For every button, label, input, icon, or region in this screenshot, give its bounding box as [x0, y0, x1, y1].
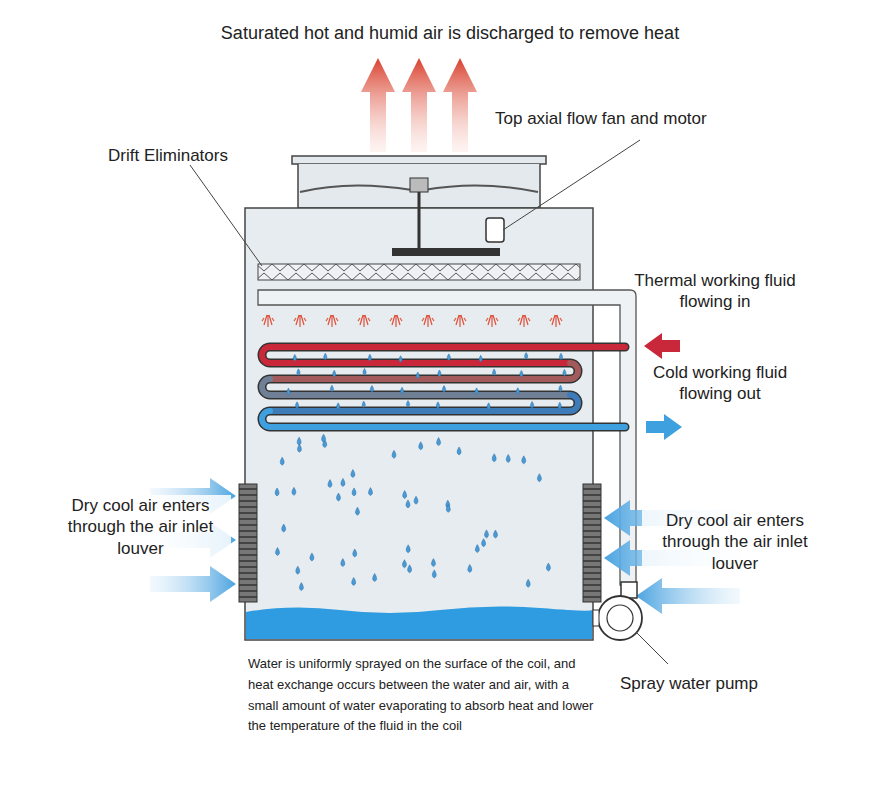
water-droplet: [537, 474, 541, 482]
spray-nozzle: [358, 315, 370, 327]
water-droplet: [406, 500, 410, 508]
water-droplet: [516, 388, 519, 394]
water-droplet: [475, 545, 479, 553]
spray-nozzle: [518, 315, 530, 327]
water-droplet: [293, 354, 296, 360]
water-droplet: [493, 369, 496, 375]
water-droplet: [337, 403, 340, 409]
water-droplet: [370, 386, 373, 392]
water-droplet: [468, 564, 472, 572]
water-droplet: [406, 401, 409, 407]
callout-label: Drift Eliminators: [108, 145, 278, 166]
water-droplet: [353, 549, 357, 557]
spray-nozzle: [326, 315, 338, 327]
water-droplet: [487, 403, 490, 409]
caption-note: Water is uniformly sprayed on the surfac…: [248, 654, 600, 737]
water-droplet: [368, 354, 371, 360]
water-droplet: [275, 547, 279, 555]
callout-label: Dry cool air enters through the air inle…: [50, 495, 231, 559]
water-droplet: [280, 457, 284, 465]
water-droplet: [310, 553, 314, 561]
water-droplet: [414, 496, 418, 504]
water-droplet: [416, 372, 419, 378]
water-droplet: [442, 386, 445, 392]
water-droplet: [479, 355, 482, 361]
water-droplet: [297, 369, 300, 375]
water-droplet: [333, 370, 336, 376]
water-droplet: [330, 385, 333, 391]
water-droplet: [485, 530, 489, 538]
water-droplet: [520, 370, 523, 376]
callout-label: Cold working fluid flowing out: [640, 362, 800, 405]
water-droplet: [297, 444, 301, 452]
water-droplet: [336, 493, 340, 501]
water-droplet: [406, 545, 410, 553]
water-droplet: [282, 524, 286, 532]
spray-nozzle: [454, 315, 466, 327]
water-droplet: [457, 447, 461, 455]
water-droplet: [392, 450, 396, 458]
water-droplet: [299, 583, 303, 591]
water-droplet: [402, 560, 406, 568]
spray-nozzle: [422, 315, 434, 327]
water-droplet: [492, 454, 496, 462]
water-droplet: [525, 353, 528, 359]
water-droplet: [437, 438, 441, 446]
water-droplet: [506, 454, 510, 462]
callout-label: Spray water pump: [620, 673, 800, 694]
water-droplet: [341, 478, 345, 486]
water-droplet: [493, 530, 497, 538]
water-droplet: [287, 388, 290, 394]
water-droplet: [399, 356, 402, 362]
water-droplet: [558, 402, 561, 408]
callout-label: Thermal working fluid flowing in: [630, 270, 800, 313]
water-droplet: [531, 401, 534, 407]
callout-label: Top axial flow fan and motor: [495, 108, 765, 129]
spray-nozzle: [262, 315, 274, 327]
water-droplet: [328, 480, 332, 488]
water-droplet: [408, 565, 412, 573]
water-droplet: [431, 559, 435, 567]
water-droplet: [322, 434, 326, 442]
water-droplet: [275, 488, 279, 496]
water-droplet: [526, 579, 530, 587]
water-droplet: [419, 442, 423, 450]
water-droplet: [559, 353, 562, 359]
water-droplet: [482, 539, 486, 547]
water-droplet: [522, 456, 526, 464]
water-droplet: [352, 488, 356, 496]
water-droplet: [403, 491, 407, 499]
water-droplet: [341, 559, 345, 567]
water-droplet: [351, 470, 355, 478]
water-droplet: [355, 507, 359, 515]
water-droplet: [546, 563, 550, 571]
water-droplet: [297, 437, 301, 445]
water-droplet: [373, 574, 377, 582]
water-droplet: [296, 566, 300, 574]
callout-label: Saturated hot and humid air is discharge…: [150, 22, 750, 45]
water-droplet: [292, 487, 296, 495]
water-droplet: [362, 401, 365, 407]
water-droplet: [436, 402, 439, 408]
water-droplet: [352, 577, 356, 585]
water-droplet: [563, 369, 566, 375]
water-droplet: [432, 570, 436, 578]
spray-nozzle: [486, 315, 498, 327]
water-droplet: [447, 354, 450, 360]
water-droplet: [559, 385, 562, 391]
water-droplet: [475, 388, 478, 394]
water-droplet: [363, 368, 366, 374]
spray-nozzle: [550, 315, 562, 327]
water-droplet: [400, 387, 403, 393]
water-droplet: [438, 370, 441, 376]
spray-nozzle: [390, 315, 402, 327]
water-droplet: [446, 504, 450, 512]
water-droplet: [295, 402, 298, 408]
water-droplet: [368, 488, 372, 496]
water-droplet: [324, 353, 327, 359]
spray-nozzle: [294, 315, 306, 327]
callout-label: Dry cool air enters through the air inle…: [642, 510, 828, 574]
